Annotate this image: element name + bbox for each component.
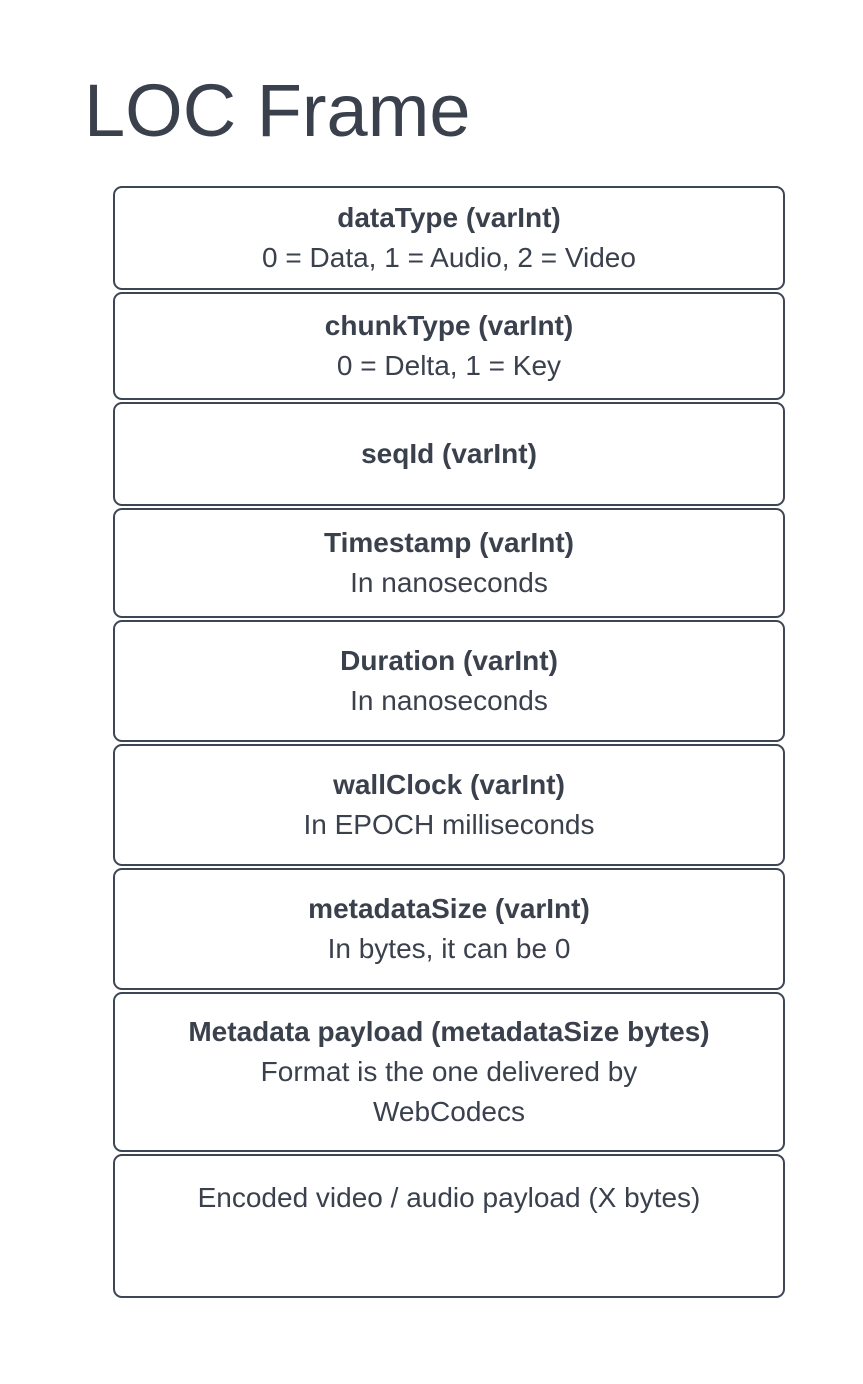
field-note: Format is the one delivered by WebCodecs bbox=[260, 1056, 638, 1127]
field-name: dataType (varInt) bbox=[337, 202, 561, 233]
field-note: In bytes, it can be 0 bbox=[327, 933, 571, 964]
frame-field-box: Timestamp (varInt) In nanoseconds bbox=[113, 508, 785, 618]
field-note: In nanoseconds bbox=[350, 685, 548, 716]
field-name: chunkType (varInt) bbox=[324, 310, 574, 341]
frame-box-list: dataType (varInt) 0 = Data, 1 = Audio, 2… bbox=[113, 186, 785, 1298]
frame-field-box: Metadata payload (metadataSize bytes) Fo… bbox=[113, 992, 785, 1152]
field-name: metadataSize (varInt) bbox=[308, 893, 590, 924]
frame-field-box: metadataSize (varInt) In bytes, it can b… bbox=[113, 868, 785, 990]
field-note: 0 = Delta, 1 = Key bbox=[336, 350, 562, 381]
field-name: Metadata payload (metadataSize bytes) bbox=[188, 1016, 710, 1047]
frame-field-box: dataType (varInt) 0 = Data, 1 = Audio, 2… bbox=[113, 186, 785, 290]
frame-field-box: seqId (varInt) bbox=[113, 402, 785, 506]
field-name: seqId (varInt) bbox=[361, 438, 537, 469]
field-note: In EPOCH milliseconds bbox=[303, 809, 595, 840]
field-name: Timestamp (varInt) bbox=[324, 527, 574, 558]
field-note: Encoded video / audio payload (X bytes) bbox=[197, 1182, 701, 1213]
frame-field-box: chunkType (varInt) 0 = Delta, 1 = Key bbox=[113, 292, 785, 400]
page-title: LOC Frame bbox=[84, 69, 471, 152]
frame-field-box: wallClock (varInt) In EPOCH milliseconds bbox=[113, 744, 785, 866]
frame-field-box: Duration (varInt) In nanoseconds bbox=[113, 620, 785, 742]
field-note: 0 = Data, 1 = Audio, 2 = Video bbox=[262, 242, 636, 273]
field-name: wallClock (varInt) bbox=[333, 769, 565, 800]
frame-field-box: Encoded video / audio payload (X bytes) bbox=[113, 1154, 785, 1298]
field-name: Duration (varInt) bbox=[340, 645, 558, 676]
field-note: In nanoseconds bbox=[350, 567, 548, 598]
